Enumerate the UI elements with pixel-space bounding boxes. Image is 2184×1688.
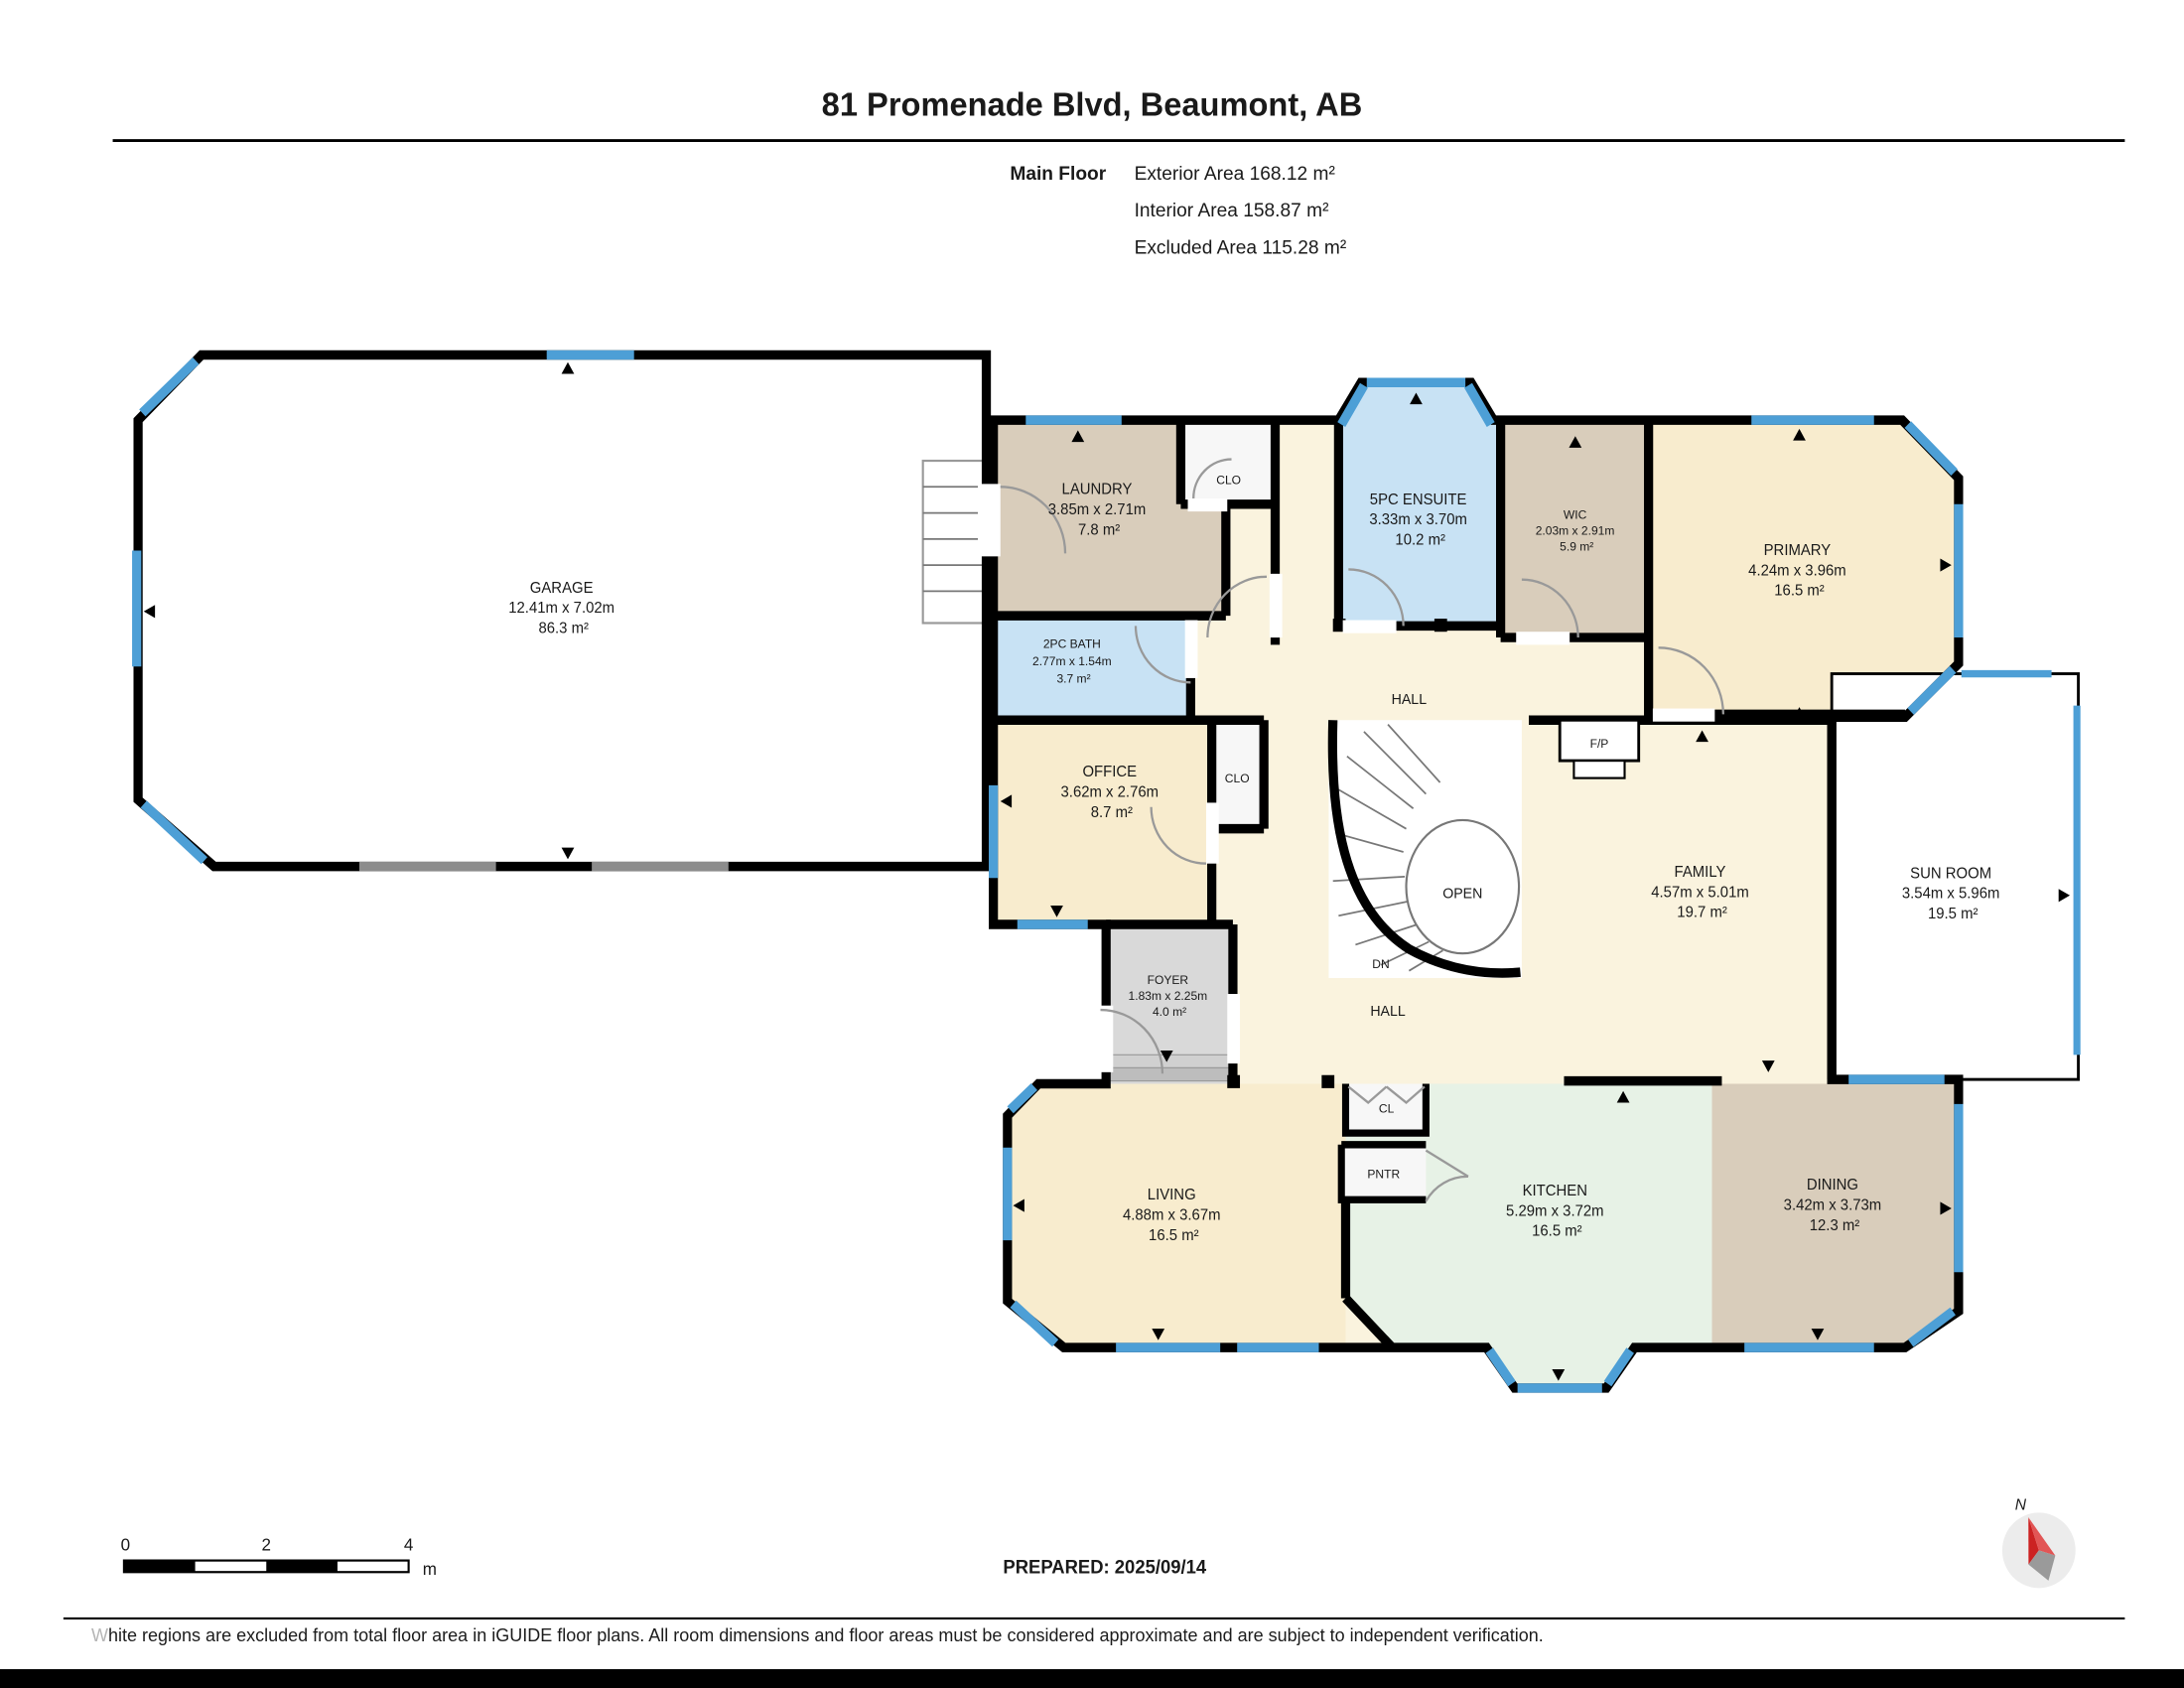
label-hall-lower: HALL bbox=[1370, 1004, 1405, 1020]
door-gaps bbox=[978, 484, 1715, 1072]
room-primary bbox=[1648, 420, 1959, 715]
label-closet-top: CLO bbox=[1216, 473, 1241, 487]
pantry-box bbox=[1341, 1144, 1427, 1200]
room-label-primary: PRIMARY 4.24m x 3.96m 16.5 m² bbox=[1748, 542, 1850, 600]
header: 81 Promenade Blvd, Beaumont, AB Main Flo… bbox=[112, 86, 2125, 258]
floor-label: Main Floor bbox=[1010, 163, 1106, 185]
stat-excluded-area: Excluded Area 115.28 m² bbox=[1135, 236, 1347, 258]
label-hall-upper: HALL bbox=[1392, 692, 1427, 708]
room-label-bath: 2PC BATH 2.77m x 1.54m 3.7 m² bbox=[1032, 636, 1115, 685]
staircase bbox=[1327, 720, 1522, 978]
dimension-arrows bbox=[143, 361, 2071, 1381]
room-dining bbox=[1711, 1083, 1959, 1348]
label-stair-down: DN bbox=[1372, 957, 1389, 971]
scale-tick-0: 0 bbox=[121, 1534, 130, 1554]
door-swings bbox=[1000, 458, 1725, 1202]
scale-unit: m bbox=[423, 1559, 437, 1579]
floor-plan: F/P GA bbox=[132, 350, 2081, 1393]
room-labels: GARAGE 12.41m x 7.02m 86.3 m² LAUNDRY 3.… bbox=[508, 473, 2004, 1244]
room-bath bbox=[993, 616, 1191, 721]
bottom-bar bbox=[0, 1669, 2184, 1688]
scale-bar: 0 2 4 m bbox=[121, 1534, 437, 1579]
footer-graphics: PREPARED: 2025/09/14 0 2 4 m N bbox=[0, 1496, 2184, 1688]
room-ensuite bbox=[1338, 382, 1501, 627]
room-laundry bbox=[993, 420, 1226, 617]
room-fills bbox=[138, 354, 2080, 1388]
scale-tick-4: 4 bbox=[404, 1534, 414, 1554]
disclaimer-text: White regions are excluded from total fl… bbox=[91, 1625, 1544, 1645]
label-closet-office: CLO bbox=[1225, 772, 1250, 785]
room-living bbox=[1007, 1083, 1346, 1348]
room-label-sunroom: SUN ROOM 3.54m x 5.96m 19.5 m² bbox=[1902, 865, 2004, 922]
closet-top bbox=[1180, 420, 1276, 504]
stat-exterior-area: Exterior Area 168.12 m² bbox=[1135, 163, 1336, 185]
room-label-dining: DINING 3.42m x 3.73m 12.3 m² bbox=[1784, 1177, 1886, 1234]
foyer-steps bbox=[1108, 1054, 1231, 1082]
north-label: N bbox=[2015, 1496, 2027, 1513]
fireplace: F/P bbox=[1558, 718, 1641, 779]
label-closet-hall: CL bbox=[1379, 1102, 1395, 1116]
room-wic bbox=[1500, 420, 1649, 638]
room-label-wic: WIC 2.03m x 2.91m 5.9 m² bbox=[1536, 507, 1618, 553]
room-label-ensuite: 5PC ENSUITE 3.33m x 3.70m 10.2 m² bbox=[1369, 492, 1471, 549]
room-label-family: FAMILY 4.57m x 5.01m 19.7 m² bbox=[1651, 864, 1753, 921]
label-pantry: PNTR bbox=[1367, 1167, 1400, 1181]
stair-open-void bbox=[1405, 818, 1521, 955]
prepared-date: PREPARED: 2025/09/14 bbox=[1003, 1556, 1206, 1577]
page-title: 81 Promenade Blvd, Beaumont, AB bbox=[822, 86, 1363, 124]
scale-tick-2: 2 bbox=[262, 1534, 271, 1554]
compass: N bbox=[2001, 1496, 2076, 1589]
room-office bbox=[993, 720, 1212, 924]
scale-bar-segment bbox=[123, 1560, 196, 1573]
label-stair-open: OPEN bbox=[1442, 887, 1482, 903]
stat-interior-area: Interior Area 158.87 m² bbox=[1135, 200, 1329, 221]
scale-bar-segment bbox=[266, 1560, 338, 1573]
closet-hall bbox=[1345, 1083, 1427, 1134]
room-label-office: OFFICE 3.62m x 2.76m 8.7 m² bbox=[1061, 764, 1163, 821]
stair-outer-wall bbox=[1327, 720, 1521, 978]
room-label-kitchen: KITCHEN 5.29m x 3.72m 16.5 m² bbox=[1506, 1183, 1608, 1240]
room-garage bbox=[138, 354, 987, 867]
room-label-living: LIVING 4.88m x 3.67m 16.5 m² bbox=[1123, 1187, 1225, 1244]
room-label-laundry: LAUNDRY 3.85m x 2.71m 7.8 m² bbox=[1048, 481, 1151, 538]
fireplace-label: F/P bbox=[1590, 737, 1609, 751]
windows bbox=[132, 350, 2081, 1393]
closet-office bbox=[1211, 720, 1265, 829]
room-kitchen bbox=[1345, 1083, 1712, 1388]
room-label-garage: GARAGE 12.41m x 7.02m 86.3 m² bbox=[508, 580, 618, 637]
room-label-foyer: FOYER 1.83m x 2.25m 4.0 m² bbox=[1129, 973, 1211, 1019]
